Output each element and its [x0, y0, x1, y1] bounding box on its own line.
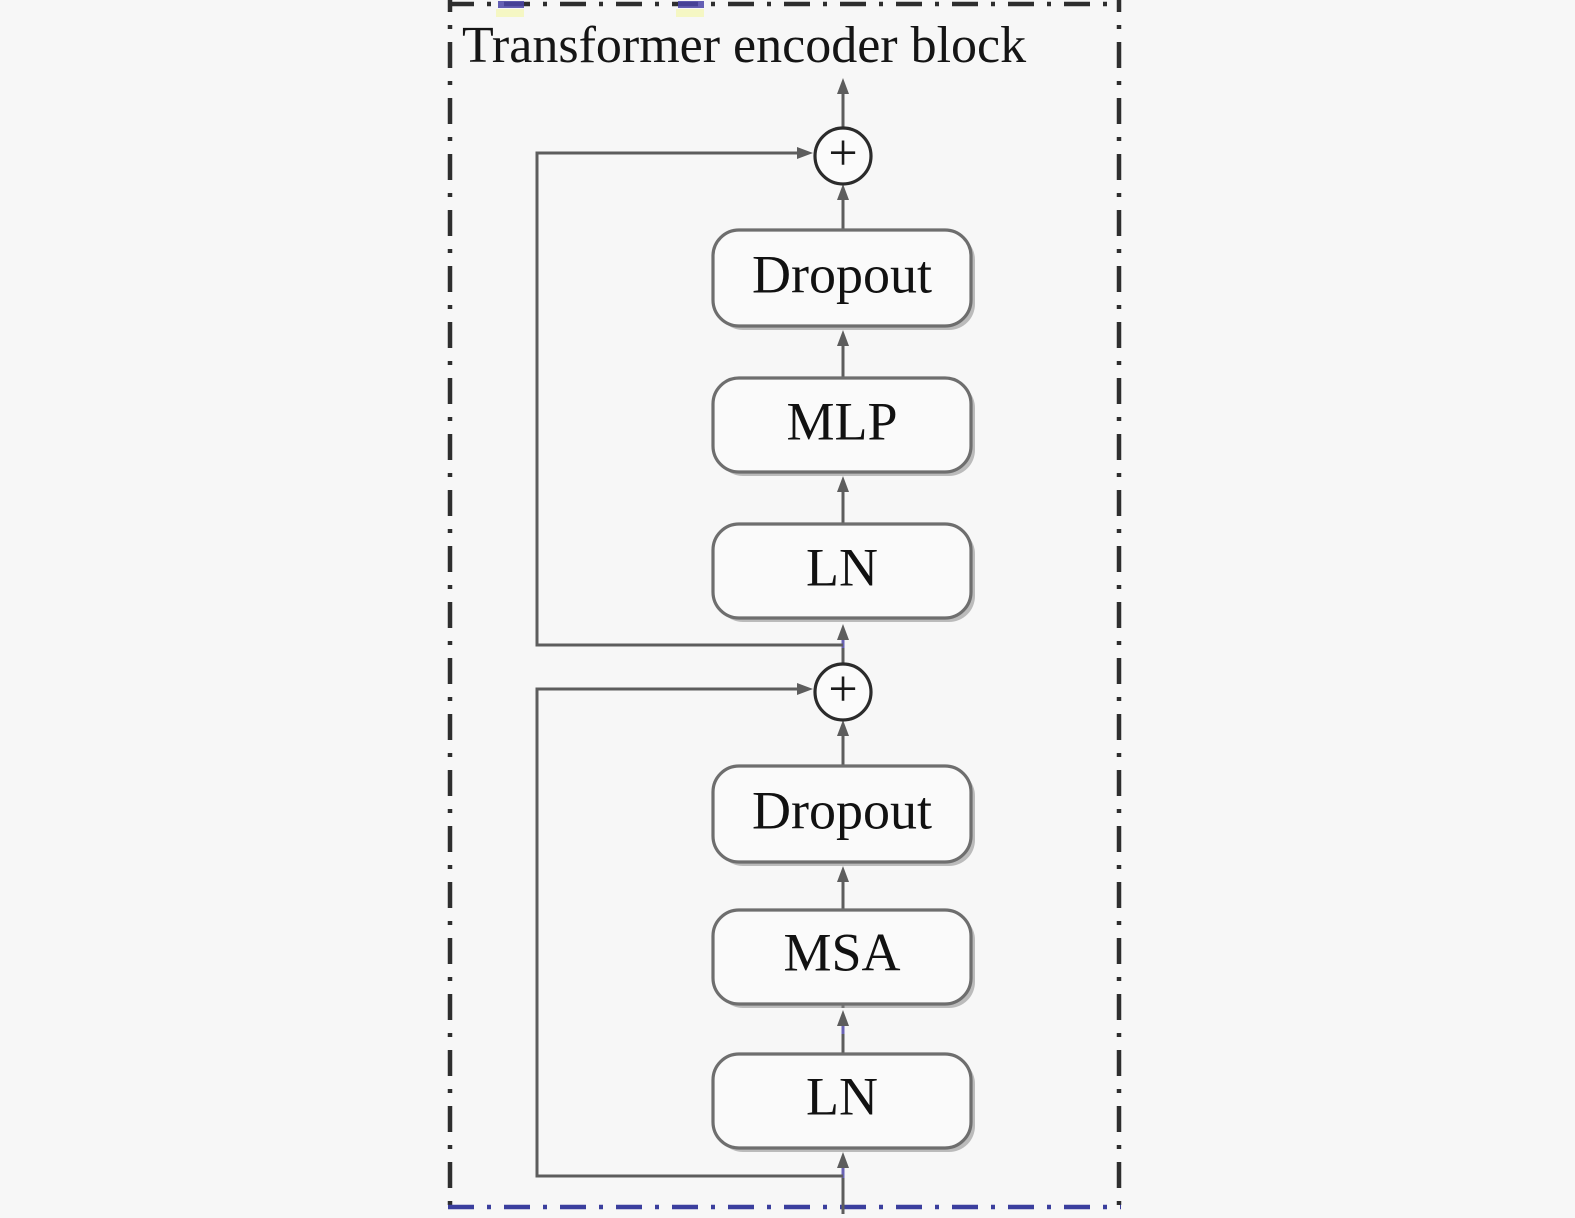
add-node-bottom-label: +: [828, 661, 857, 718]
arrowhead-mlp-to-dropout-top: [837, 330, 849, 346]
node-ln-bottom-label: LN: [806, 1066, 878, 1126]
node-msa-box[interactable]: [711, 908, 973, 1006]
add-node-top-circle[interactable]: [813, 126, 873, 186]
border-top-highlight-2: [676, 9, 704, 17]
border-top-accent-dash-2: [678, 1, 704, 8]
node-dropout-top[interactable]: Dropout: [711, 228, 975, 330]
add-node-top[interactable]: +: [813, 125, 873, 186]
node-msa-label: MSA: [783, 922, 900, 982]
arrowhead-ln-top-to-mlp: [837, 476, 849, 492]
arrowhead-dropout-top-to-add: [837, 184, 849, 200]
node-mlp[interactable]: MLP: [711, 376, 975, 476]
node-dropout-bottom-box[interactable]: [711, 764, 973, 864]
node-mlp-label: MLP: [786, 391, 897, 451]
node-ln-top-box[interactable]: [711, 522, 973, 620]
arrowhead-msa-to-dropout-bottom: [837, 866, 849, 882]
node-ln-bottom[interactable]: LN: [711, 1052, 975, 1152]
edge-residual-lower: [535, 687, 843, 1178]
arrowhead-ln-bottom-to-msa: [837, 1010, 849, 1026]
arrowhead-input-to-ln-bottom: [837, 1152, 849, 1168]
node-ln-top-label: LN: [806, 537, 878, 597]
arrowhead-add-bottom-to-ln-top: [837, 624, 849, 640]
arrowhead-dropout-bottom-to-add: [837, 720, 849, 736]
arrowhead-residual-upper: [797, 147, 813, 159]
arrowhead-residual-lower: [797, 683, 813, 695]
add-node-bottom[interactable]: +: [813, 661, 873, 722]
encoder-block-border: [447, 0, 1122, 1218]
node-dropout-bottom-label: Dropout: [752, 780, 932, 840]
encoder-block-title: Transformer encoder block: [462, 17, 1026, 74]
node-msa[interactable]: MSA: [711, 908, 975, 1008]
node-dropout-top-box[interactable]: [711, 228, 973, 328]
edge-residual-upper: [535, 151, 843, 647]
arrowhead-output-up: [837, 78, 849, 94]
node-ln-top[interactable]: LN: [711, 522, 975, 622]
border-top-highlight-1: [496, 9, 524, 17]
add-node-top-label: +: [828, 125, 857, 182]
node-dropout-bottom[interactable]: Dropout: [711, 764, 975, 866]
node-ln-bottom-box[interactable]: [711, 1052, 973, 1150]
node-dropout-top-label: Dropout: [752, 244, 932, 304]
border-top-accent-dash-1: [498, 1, 524, 8]
node-mlp-box[interactable]: [711, 376, 973, 474]
add-node-bottom-circle[interactable]: [813, 662, 873, 722]
